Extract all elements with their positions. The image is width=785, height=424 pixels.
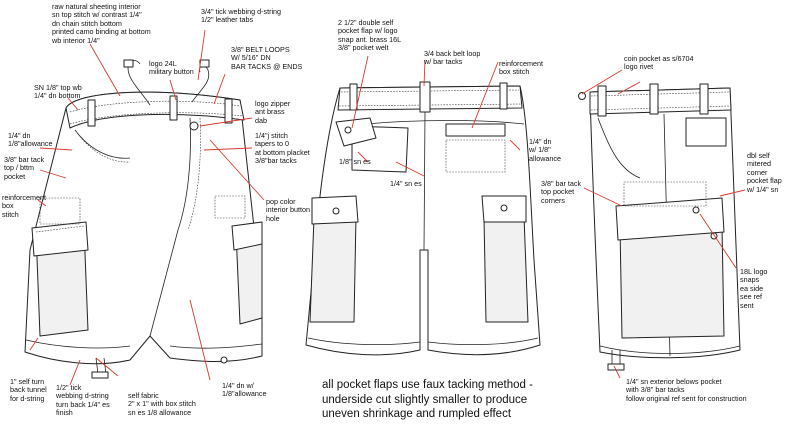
label-bar-tack-corners: 3/8" bar tack top pocket corners [541, 179, 582, 205]
label-waistband-interior: raw natural sheeting interior sn top sti… [52, 2, 151, 45]
label-pocket-flap: 2 1/2" double self pocket flap w/ logo s… [338, 18, 402, 53]
label-back-belt-loop: 3/4 back belt loop w/ bar tacks [424, 49, 481, 67]
label-self-fabric: self fabric 2" x 1" with box stitch sn e… [128, 391, 196, 417]
label-logo-zipper: logo zipper ant brass dab [255, 99, 291, 125]
label-sn-es-back2: 1/4" sn es [390, 179, 422, 188]
label-coin-pocket: coin pocket as s/6704 logo rivet [624, 54, 694, 72]
label-pop-color-button: pop color interior button hole [266, 197, 310, 223]
label-dn-allowance-left: 1/4" dn 1/8"allowance [8, 131, 53, 149]
label-sn-turn-back: 1" self turn back tunnel for d-string [10, 377, 47, 403]
label-sn-es-back: 1/8" sn es [339, 157, 371, 166]
label-top-wb: SN 1/8" top wb 1/4" dn bottom [34, 83, 82, 101]
front-view-shorts [24, 59, 263, 379]
label-j-stitch: 1/4"j stitch tapers to 0 at bottom plack… [255, 131, 310, 166]
label-reinforcement-box-left: reinforcement box stitch [2, 193, 46, 219]
leader-lines [29, 29, 746, 386]
label-dn-allowance-back: 1/4" dn w/ 1/8" allowance [529, 137, 561, 163]
label-bar-tack-pocket: 3/8" bar tack top / bttm pocket [4, 155, 45, 181]
label-tick-webbing-turn: 1/2" tick webbing d-string turn back 1/4… [56, 383, 110, 418]
label-dn-allowance-bottom: 1/4" dn w/ 1/8"allowance [222, 381, 267, 399]
construction-note: all pocket flaps use faux tacking method… [322, 379, 533, 420]
label-sn-exterior-belows: 1/4" sn exterior belows pocket with 3/8"… [626, 377, 747, 403]
side-view-shorts [578, 83, 741, 371]
label-webbing-dstring: 3/4" tick webbing d-string 1/2" leather … [201, 7, 282, 25]
label-logo-snaps: 18L logo snaps ea side see ref sent [740, 267, 768, 310]
back-view-shorts [305, 81, 541, 356]
label-belt-loops: 3/8" BELT LOOPS W/ 5/16" DN BAR TACKS @ … [231, 45, 303, 71]
label-logo-military-button: logo 24L military button [149, 59, 194, 77]
label-reinforcement-box-back: reinforcement box stitch [499, 59, 543, 77]
label-dbl-self-mitered: dbl self mitered corner pocket flap w/ 1… [747, 151, 782, 194]
